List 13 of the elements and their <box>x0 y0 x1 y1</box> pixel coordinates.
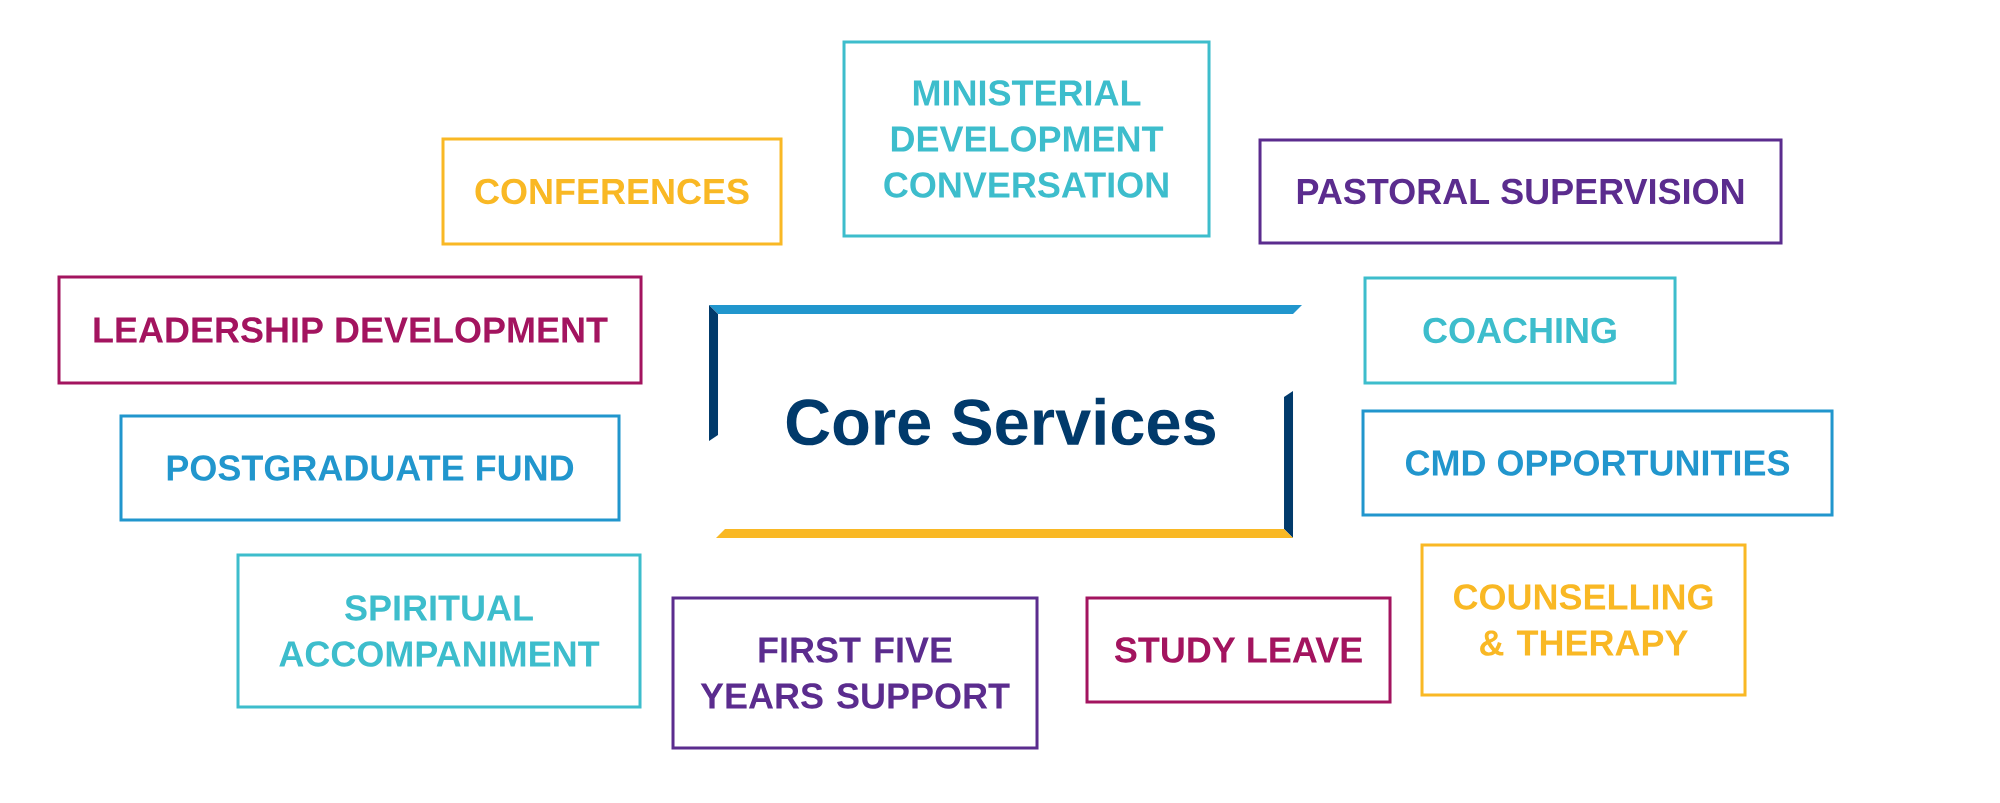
outlined-box: CMD OPPORTUNITIES <box>1361 409 1834 517</box>
outlined-box: LEADERSHIP DEVELOPMENT <box>57 275 643 385</box>
outlined-box: FIRST FIVE YEARS SUPPORT <box>671 596 1039 750</box>
outlined-box: MINISTERIAL DEVELOPMENT CONVERSATION <box>842 40 1211 238</box>
outlined-box: POSTGRADUATE FUND <box>119 414 621 522</box>
outlined-box: COUNSELLING & THERAPY <box>1420 543 1747 697</box>
outlined-box: COACHING <box>1363 276 1677 385</box>
outlined-box: STUDY LEAVE <box>1085 596 1392 704</box>
node-label: Core Services <box>786 397 1216 446</box>
outlined-box: CONFERENCES <box>441 137 783 246</box>
framed-box: Core Services <box>709 305 1302 538</box>
outlined-box: PASTORAL SUPERVISION <box>1258 138 1783 245</box>
outlined-box: SPIRITUAL ACCOMPANIMENT <box>236 553 642 709</box>
